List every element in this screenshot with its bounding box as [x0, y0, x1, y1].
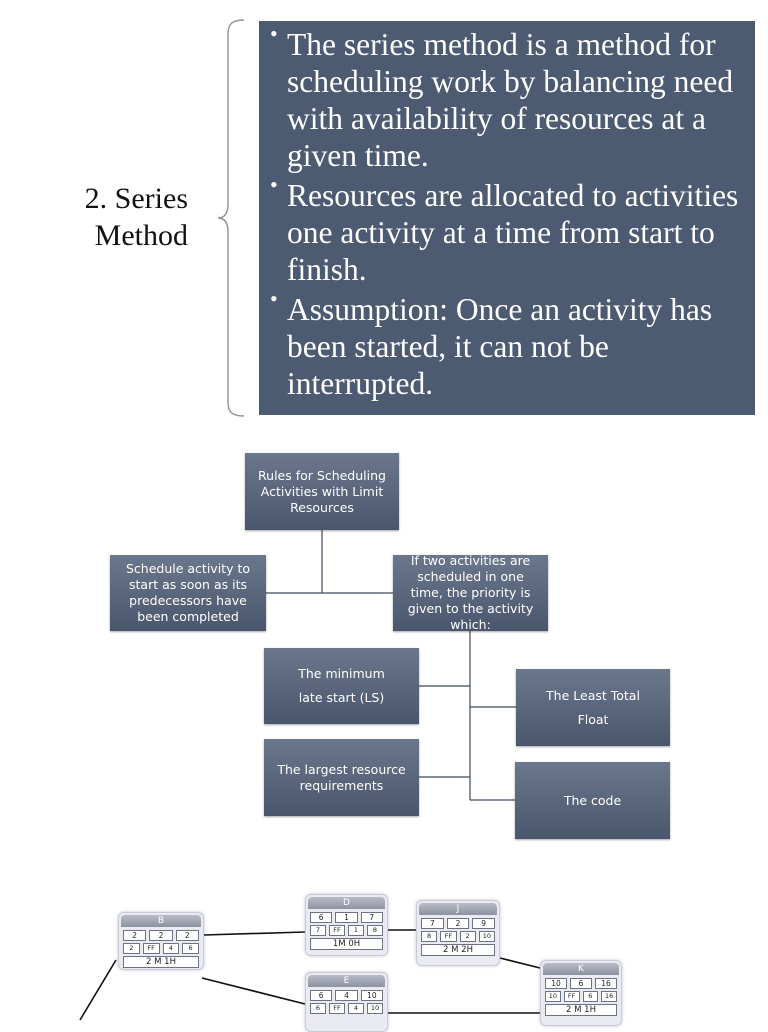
node-name: J — [419, 903, 497, 915]
node-name: D — [308, 897, 385, 909]
node-cell: 6 — [310, 990, 333, 1001]
flow-root-box: Rules for Scheduling Activities with Lim… — [245, 453, 399, 530]
node-cell: 7 — [310, 925, 326, 936]
bullet-item: • Assumption: Once an activity has been … — [269, 286, 743, 402]
node-cell: 4 — [335, 990, 358, 1001]
bullet-text: The series method is a method for schedu… — [287, 27, 734, 173]
curly-brace — [218, 19, 245, 417]
node-name: K — [543, 963, 619, 975]
network-node-e: E 6 4 10 6 FF 4 10 — [305, 972, 388, 1032]
node-cell: FF — [329, 925, 345, 936]
node-cell: 1 — [348, 925, 364, 936]
flow-root-text: Rules for Scheduling Activities with Lim… — [258, 467, 386, 515]
node-resource: 2 M 2H — [421, 944, 495, 956]
network-node-b: B 2 2 2 2 FF 4 6 2 M 1H — [118, 912, 204, 970]
network-node-k: K 10 6 16 10 FF 6 16 2 M 1H — [540, 960, 622, 1026]
node-cell: 10 — [367, 1003, 383, 1014]
bullet-text: Resources are allocated to activities on… — [287, 178, 739, 287]
node-cell: 2 — [123, 943, 140, 954]
criteria-min-late-start-box: The minimum late start (LS) — [264, 648, 419, 724]
node-cell: 8 — [367, 925, 383, 936]
node-cell: 7 — [360, 912, 383, 923]
node-resource: 2 M 1H — [545, 1004, 617, 1016]
node-cell: 9 — [472, 918, 496, 929]
node-cell: 6 — [582, 991, 599, 1002]
node-cell: 6 — [570, 978, 592, 989]
node-cell: 4 — [348, 1003, 364, 1014]
node-cell: FF — [440, 931, 457, 942]
network-node-d: D 6 1 7 7 FF 1 8 1M 0H — [305, 894, 388, 956]
criteria-largest-resource-box: The largest resource requirements — [264, 739, 419, 816]
node-cell: 2 — [123, 930, 147, 941]
criteria-code-text: The code — [563, 792, 622, 808]
node-cell: FF — [329, 1003, 345, 1014]
flow-rule1-box: Schedule activity to start as soon as it… — [110, 555, 266, 631]
criteria-least-total-float-text: The Least Total Float — [546, 687, 640, 727]
node-cell: 10 — [545, 991, 561, 1002]
node-cell: 7 — [421, 918, 444, 929]
flow-rule2-box: If two activities are scheduled in one t… — [393, 553, 548, 632]
node-cell: 6 — [310, 912, 333, 923]
node-resource: 1M 0H — [310, 938, 383, 950]
bullet-dot-icon: • — [270, 21, 278, 46]
node-cell: 8 — [421, 931, 438, 942]
node-cell: 10 — [478, 931, 495, 942]
definition-box: • The series method is a method for sche… — [259, 21, 755, 415]
node-cell: 2 — [175, 930, 199, 941]
node-cell: 16 — [601, 991, 617, 1002]
node-cell: 10 — [545, 978, 567, 989]
section-label-line1: 2. Series — [84, 182, 188, 215]
criteria-largest-resource-text: The largest resource requirements — [277, 761, 406, 793]
criteria-min-late-start-text: The minimum late start (LS) — [298, 666, 385, 705]
node-cell: 6 — [182, 943, 199, 954]
bullet-item: • Resources are allocated to activities … — [269, 172, 743, 288]
node-cell: 4 — [162, 943, 180, 954]
node-cell: 1 — [335, 912, 358, 923]
criteria-code-box: The code — [515, 762, 670, 839]
bullet-text: Assumption: Once an activity has been st… — [287, 292, 713, 401]
node-resource: 2 M 1H — [123, 956, 199, 968]
section-label-line2: Method — [94, 219, 188, 252]
node-name: B — [121, 915, 201, 927]
node-name: E — [308, 975, 385, 987]
node-cell: 2 — [149, 930, 173, 941]
node-cell: FF — [142, 943, 160, 954]
bullet-dot-icon: • — [270, 172, 278, 197]
node-cell: 2 — [446, 918, 470, 929]
bullet-item: • The series method is a method for sche… — [269, 21, 743, 174]
bullet-dot-icon: • — [270, 286, 278, 311]
node-cell: 10 — [360, 990, 383, 1001]
node-cell: 2 — [459, 931, 476, 942]
node-cell: FF — [563, 991, 580, 1002]
section-label: 2. Series Method — [40, 180, 188, 254]
node-cell: 6 — [310, 1003, 326, 1014]
network-node-j: J 7 2 9 8 FF 2 10 2 M 2H — [416, 900, 500, 966]
flow-rule1-text: Schedule activity to start as soon as it… — [125, 561, 250, 624]
criteria-least-total-float-box: The Least Total Float — [516, 669, 670, 746]
node-cell: 16 — [595, 978, 617, 989]
flow-rule2-text: If two activities are scheduled in one t… — [407, 553, 534, 632]
